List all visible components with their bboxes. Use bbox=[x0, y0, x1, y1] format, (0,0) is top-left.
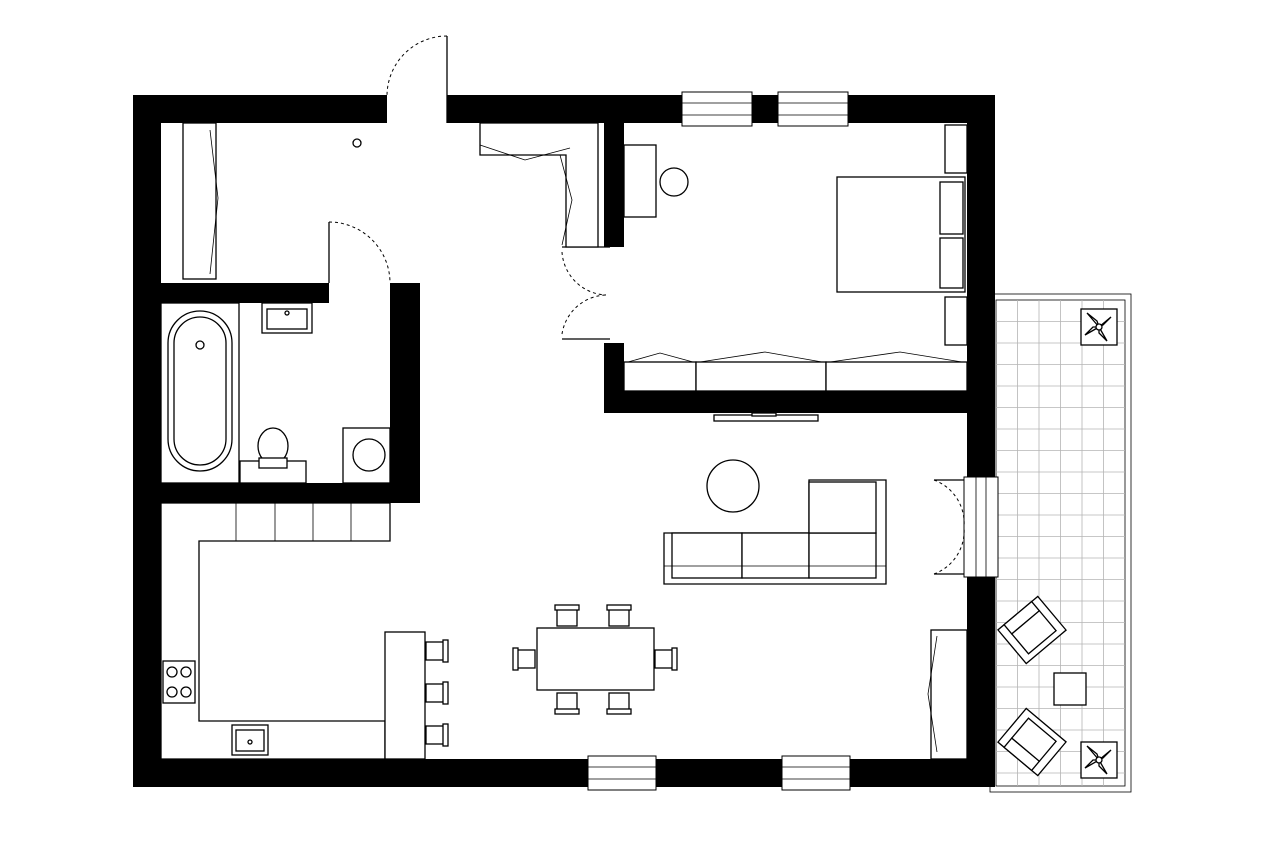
chair-icon bbox=[425, 681, 449, 705]
stove-icon bbox=[162, 660, 196, 704]
door-swing-icon[interactable] bbox=[386, 35, 448, 123]
desk-chair bbox=[659, 167, 689, 197]
balcony-tile-grid bbox=[996, 300, 1125, 786]
windows bbox=[587, 91, 999, 791]
door-swing-icon[interactable] bbox=[328, 221, 391, 284]
balcony bbox=[989, 293, 1132, 793]
door-swing-icon[interactable] bbox=[561, 246, 610, 340]
side-table bbox=[1053, 672, 1087, 706]
chair-icon bbox=[554, 692, 580, 715]
hallway-wardrobe bbox=[182, 122, 219, 280]
ceiling-light-icon bbox=[352, 138, 362, 148]
interior-walls bbox=[161, 123, 967, 503]
chair-icon bbox=[606, 604, 632, 627]
chair-icon bbox=[425, 639, 449, 663]
desk bbox=[623, 144, 689, 218]
chair-icon bbox=[554, 604, 580, 627]
chair-icon bbox=[425, 723, 449, 747]
bedroom bbox=[479, 122, 968, 392]
armchair-icon bbox=[997, 595, 1067, 665]
bathtub-icon bbox=[160, 302, 240, 484]
coffee-table bbox=[706, 459, 760, 513]
exterior-walls bbox=[133, 95, 995, 787]
sideboard bbox=[927, 629, 968, 760]
hallway bbox=[182, 122, 362, 280]
chair-icon bbox=[512, 647, 536, 671]
bar-stools bbox=[425, 639, 449, 747]
living-room bbox=[512, 412, 968, 760]
armchair-icon bbox=[997, 707, 1067, 777]
toilet-icon bbox=[239, 427, 307, 484]
sink-icon bbox=[261, 302, 313, 334]
dining-chairs bbox=[512, 604, 678, 715]
dining-table-icon bbox=[512, 604, 678, 715]
kitchen bbox=[160, 502, 449, 760]
sink-icon bbox=[231, 724, 269, 756]
sofa-icon bbox=[663, 479, 887, 585]
kitchen-island bbox=[384, 631, 426, 760]
tv-unit bbox=[713, 412, 819, 422]
bathroom bbox=[160, 302, 391, 484]
washing-machine-icon bbox=[342, 427, 391, 484]
door-swing-icon[interactable] bbox=[933, 479, 965, 575]
potted-plant-icon bbox=[1080, 308, 1118, 346]
chair-icon bbox=[606, 692, 632, 715]
bedroom-wardrobe bbox=[623, 351, 968, 392]
corner-wardrobe bbox=[479, 122, 599, 248]
potted-plant-icon bbox=[1080, 741, 1118, 779]
double-bed-icon bbox=[836, 124, 968, 346]
chair-icon bbox=[654, 647, 678, 671]
kitchen-counter bbox=[160, 502, 391, 760]
